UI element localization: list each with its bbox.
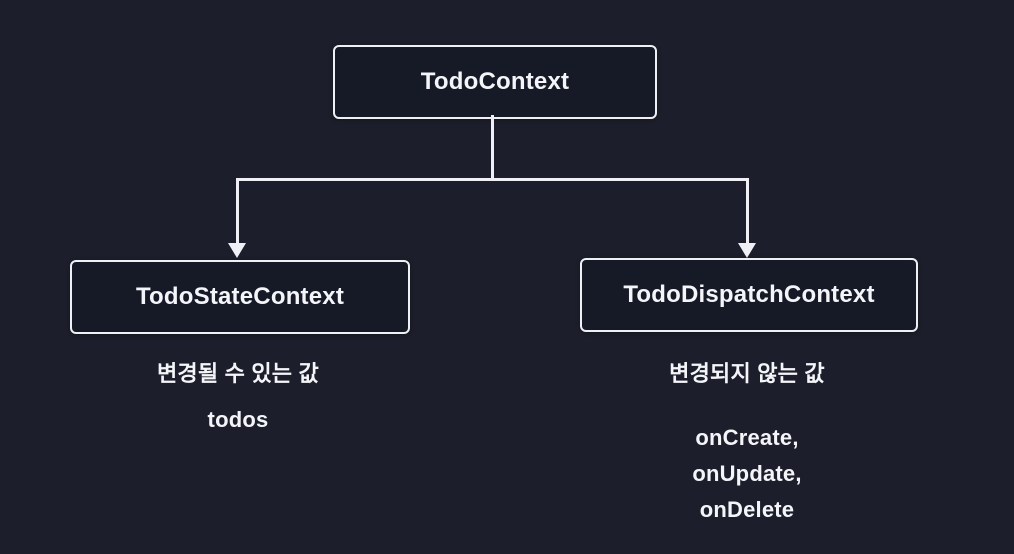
connector-drop-right xyxy=(746,178,749,244)
state-caption: 변경될 수 있는 값 xyxy=(156,361,320,386)
arrow-down-left-icon xyxy=(228,243,246,258)
dispatch-item-onupdate: onUpdate, xyxy=(692,461,802,486)
arrow-down-right-icon xyxy=(738,243,756,258)
connector-drop-left xyxy=(236,178,239,244)
node-todostatecontext-label: TodoStateContext xyxy=(135,283,345,310)
dispatch-items: onCreate, onUpdate, onDelete xyxy=(580,420,914,528)
state-item-todos: todos xyxy=(207,407,269,432)
dispatch-item-oncreate: onCreate, xyxy=(695,425,799,450)
node-tododispatchcontext-label: TodoDispatchContext xyxy=(623,281,875,308)
node-tododispatchcontext: TodoDispatchContext xyxy=(580,258,918,332)
connector-crossbar xyxy=(236,178,749,181)
node-todocontext-label: TodoContext xyxy=(420,68,570,95)
node-todostatecontext: TodoStateContext xyxy=(70,260,410,334)
connector-stem xyxy=(491,115,494,180)
node-todocontext: TodoContext xyxy=(333,45,657,119)
dispatch-caption: 변경되지 않는 값 xyxy=(669,361,825,386)
dispatch-item-ondelete: onDelete xyxy=(699,497,795,522)
